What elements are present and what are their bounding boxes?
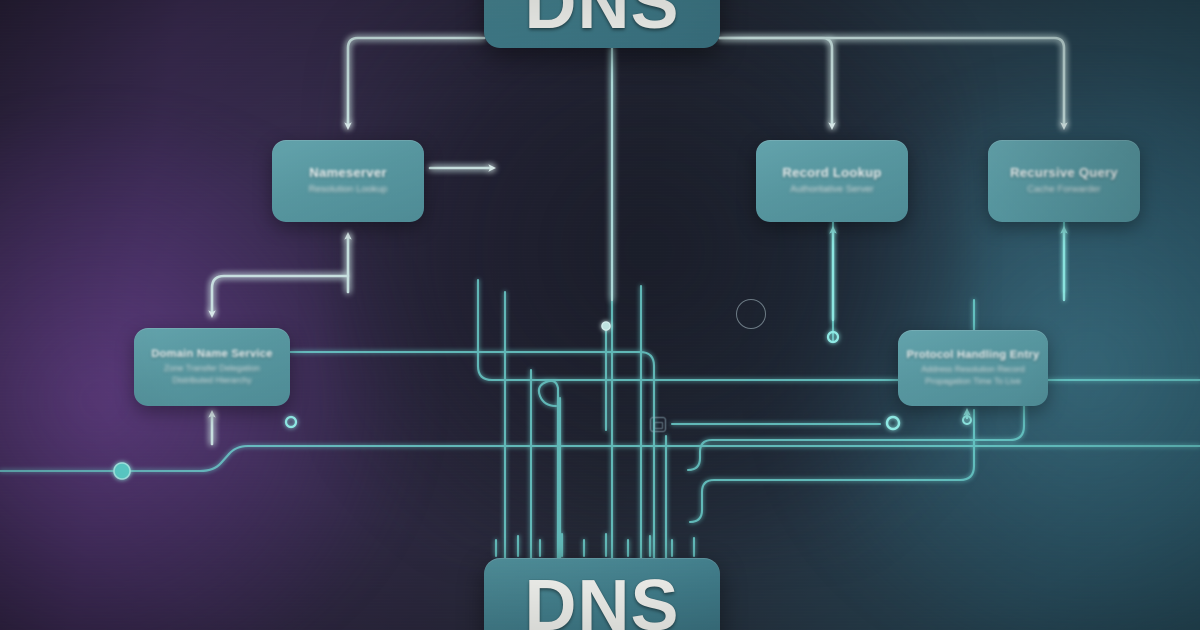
node-recursive-query-title: Recursive Query — [1010, 165, 1118, 181]
dot-right-rail — [885, 415, 901, 431]
banner-dns-bottom: DNS — [484, 558, 720, 630]
node-nameserver[interactable]: Nameserver Resolution Lookup — [272, 140, 424, 222]
endpoint-dots — [113, 321, 972, 480]
banner-bottom-label: DNS — [524, 566, 680, 630]
banner-top-label: DNS — [524, 0, 680, 44]
node-protocol-handling[interactable]: Protocol Handling Entry Address Resoluti… — [898, 330, 1048, 406]
node-domain-name-service-subtitle: Zone Transfer Delegation — [164, 362, 260, 373]
node-recursive-query[interactable]: Recursive Query Cache Forwarder — [988, 140, 1140, 222]
decorative-circle-ring — [736, 299, 766, 329]
node-nameserver-title: Nameserver — [309, 165, 387, 181]
node-nameserver-subtitle: Resolution Lookup — [308, 184, 388, 196]
background-center-shadow — [330, 0, 970, 560]
dot-right-upper-rail — [826, 330, 840, 344]
banner-dns-top: DNS — [484, 0, 720, 48]
node-domain-name-service[interactable]: Domain Name Service Zone Transfer Delega… — [134, 328, 290, 406]
node-record-lookup[interactable]: Record Lookup Authoritative Server — [756, 140, 908, 222]
node-record-lookup-title: Record Lookup — [782, 165, 882, 181]
arrow-top-to-left-upper — [344, 36, 486, 131]
arrow-top-to-right-upper-1 — [718, 36, 836, 131]
dot-node-right-mid — [962, 415, 972, 425]
node-recursive-query-subtitle: Cache Forwarder — [1027, 184, 1101, 196]
dot-left-rail — [113, 462, 131, 480]
node-domain-name-service-line3: Distributed Hierarchy — [172, 375, 252, 386]
node-protocol-handling-line3: Propagation Time To Live — [925, 376, 1021, 387]
dot-trace-stub — [601, 321, 611, 331]
node-protocol-handling-subtitle: Address Resolution Record — [921, 363, 1025, 374]
decorative-glyph-icon — [650, 417, 666, 432]
node-protocol-handling-title: Protocol Handling Entry — [906, 349, 1040, 362]
node-domain-name-service-title: Domain Name Service — [151, 348, 273, 361]
flow-connectors — [208, 36, 1068, 446]
arrow-into-left-mid — [208, 274, 350, 319]
arrow-top-to-right-upper-2 — [718, 36, 1068, 131]
node-record-lookup-subtitle: Authoritative Server — [790, 184, 874, 196]
dot-mid-left-rail — [284, 415, 298, 429]
